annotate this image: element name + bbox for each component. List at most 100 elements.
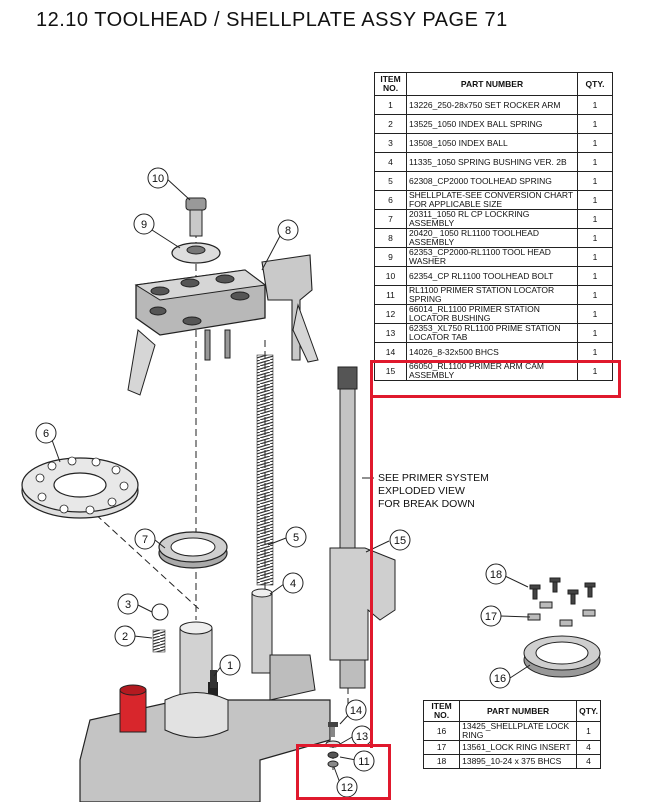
balloon-label-1: 1 xyxy=(227,660,233,672)
col-item-no: ITEM NO. xyxy=(422,700,461,722)
balloon-9 xyxy=(133,213,155,235)
qty: 1 xyxy=(577,285,613,305)
part-number: 20311_1050 RL CP LOCKRING ASSEMBLY xyxy=(406,209,578,229)
qty: 1 xyxy=(577,342,613,362)
qty: 1 xyxy=(577,95,613,115)
qty: 1 xyxy=(577,114,613,134)
balloon-2 xyxy=(114,625,136,647)
primer-system-note: SEE PRIMER SYSTEM EXPLODED VIEW FOR BREA… xyxy=(378,472,489,511)
qty: 1 xyxy=(577,171,613,191)
qty: 1 xyxy=(576,721,601,741)
balloon-label-13: 13 xyxy=(356,731,368,743)
balloon-16 xyxy=(489,667,511,689)
index-ball-part xyxy=(151,603,169,621)
balloon-label-18: 18 xyxy=(490,569,502,581)
balloon-label-4: 4 xyxy=(290,578,296,590)
index-ball-spring-part xyxy=(152,629,166,653)
qty: 1 xyxy=(577,247,613,267)
toolhead-bolt-part xyxy=(185,197,207,237)
qty: 1 xyxy=(577,304,613,324)
part-number: 13226_250-28x750 SET ROCKER ARM xyxy=(406,95,578,115)
qty: 1 xyxy=(577,190,613,210)
page-title: 12.10 TOOLHEAD / SHELLPLATE ASSY PAGE 71 xyxy=(36,9,508,31)
qty: 4 xyxy=(576,754,601,769)
part-number: 13508_1050 INDEX BALL xyxy=(406,133,578,153)
part-number: 62353_XL750 RL1100 PRIME STATION LOCATOR… xyxy=(406,323,578,343)
balloon-label-11: 11 xyxy=(358,756,369,768)
item-no: 8 xyxy=(374,228,407,248)
balloon-3 xyxy=(117,593,139,615)
balloon-6 xyxy=(35,422,57,444)
part-number: 14026_8-32x500 BHCS xyxy=(406,342,578,362)
toolhead-assembly-part xyxy=(127,254,319,396)
lock-ring-insert-parts xyxy=(527,601,596,627)
item-balloons xyxy=(35,167,511,798)
part-number: 62353_CP2000-RL1100 TOOL HEAD WASHER xyxy=(406,247,578,267)
balloon-label-8: 8 xyxy=(285,225,291,237)
qty: 1 xyxy=(577,323,613,343)
balloon-label-14: 14 xyxy=(350,705,362,717)
col-qty: QTY. xyxy=(576,700,601,722)
note-line-2: EXPLODED VIEW xyxy=(378,485,465,497)
balloon-label-17: 17 xyxy=(485,611,497,623)
qty: 4 xyxy=(576,740,601,755)
balloon-7 xyxy=(134,528,156,550)
rocker-arm-screw-part xyxy=(210,670,217,688)
shellplate-part xyxy=(21,456,139,519)
bhcs-screw-parts xyxy=(529,577,596,605)
item-no: 10 xyxy=(374,266,407,286)
qty: 1 xyxy=(577,133,613,153)
item-no: 7 xyxy=(374,209,407,229)
item-no: 1 xyxy=(374,95,407,115)
item-no: 17 xyxy=(422,740,461,755)
qty: 1 xyxy=(577,152,613,172)
part-number: RL1100 PRIMER STATION LOCATOR SPRING xyxy=(406,285,578,305)
part-number: SHELLPLATE-SEE CONVERSION CHART FOR APPL… xyxy=(406,190,578,210)
part-number: 62308_CP2000 TOOLHEAD SPRING xyxy=(406,171,578,191)
item-no: 5 xyxy=(374,171,407,191)
item-no: 13 xyxy=(374,323,407,343)
highlight-box-row-12 xyxy=(370,360,621,398)
col-part-number: PART NUMBER xyxy=(406,72,578,96)
item-no: 4 xyxy=(374,152,407,172)
balloon-18 xyxy=(485,563,507,585)
item-no: 14 xyxy=(374,342,407,362)
part-number: 13895_10-24 x 375 BHCS xyxy=(459,754,578,769)
balloon-label-9: 9 xyxy=(141,219,147,231)
part-number: 13525_1050 INDEX BALL SPRING xyxy=(406,114,578,134)
balloon-4 xyxy=(282,572,304,594)
note-line-1: SEE PRIMER SYSTEM xyxy=(378,472,489,484)
item-no: 12 xyxy=(374,304,407,324)
note-line-3: FOR BREAK DOWN xyxy=(378,498,475,510)
part-number: 66014_RL1100 PRIMER STATION LOCATOR BUSH… xyxy=(406,304,578,324)
item-no: 3 xyxy=(374,133,407,153)
col-qty: QTY. xyxy=(577,72,613,96)
qty: 1 xyxy=(577,266,613,286)
balloon-17 xyxy=(480,605,502,627)
qty: 1 xyxy=(577,209,613,229)
part-number: 11335_1050 SPRING BUSHING VER. 2B xyxy=(406,152,578,172)
balloon-10 xyxy=(147,167,169,189)
bom-header-row: ITEM NO. PART NUMBER QTY. xyxy=(422,700,601,722)
highlight-box-locator-parts xyxy=(296,744,391,800)
balloon-label-5: 5 xyxy=(293,532,299,544)
balloon-label-3: 3 xyxy=(125,599,131,611)
balloon-label-16: 16 xyxy=(494,673,506,685)
col-item-no: ITEM NO. xyxy=(374,72,407,96)
col-part-number: PART NUMBER xyxy=(459,700,578,722)
balloon-label-10: 10 xyxy=(152,173,164,185)
balloon-label-15: 15 xyxy=(394,535,406,547)
